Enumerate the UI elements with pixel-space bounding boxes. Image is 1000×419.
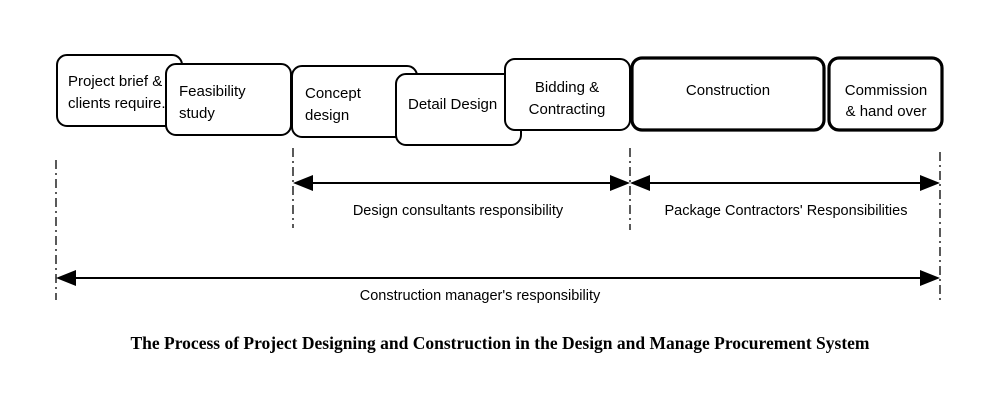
stage-detail-design: Detail Design (395, 73, 522, 146)
arrowhead-left (56, 270, 76, 286)
stage-construction-line-1: Construction (686, 82, 770, 99)
stage-bidding-line-1: Bidding & (535, 79, 599, 96)
package-contractors-label: Package Contractors' Responsibilities (665, 203, 908, 219)
stage-commission-line-2: & hand over (846, 103, 927, 120)
arrowhead-right (920, 175, 940, 191)
package-contractors-arrow (630, 175, 940, 191)
design-consultants-label: Design consultants responsibility (353, 203, 564, 219)
arrowhead-left (293, 175, 313, 191)
stage-bidding-line-2: Contracting (529, 101, 606, 118)
construction-manager-label: Construction manager's responsibility (360, 288, 601, 304)
stage-project-brief-line-2: clients require. (68, 95, 166, 112)
stage-detail-line-1: Detail Design (408, 96, 497, 113)
stage-project-brief-line-1: Project brief & (68, 73, 162, 90)
construction-manager-arrow (56, 270, 940, 286)
stage-concept-line-1: Concept (305, 85, 362, 102)
arrowhead-right (920, 270, 940, 286)
arrowhead-left (630, 175, 650, 191)
design-consultants-arrow (293, 175, 630, 191)
stage-project-brief: Project brief & clients require. (56, 54, 183, 127)
stage-concept-line-2: design (305, 107, 349, 124)
stage-commission-handover: Commission & hand over (827, 56, 944, 132)
stage-feasibility-line-1: Feasibility (179, 83, 246, 100)
stage-construction: Construction (630, 56, 826, 132)
stage-feasibility-line-2: study (179, 105, 215, 122)
stage-bidding-contracting: Bidding & Contracting (504, 58, 631, 131)
arrowhead-right (610, 175, 630, 191)
stage-feasibility-study: Feasibility study (165, 63, 292, 136)
figure-caption: The Process of Project Designing and Con… (130, 333, 870, 353)
stage-commission-line-1: Commission (845, 82, 928, 99)
